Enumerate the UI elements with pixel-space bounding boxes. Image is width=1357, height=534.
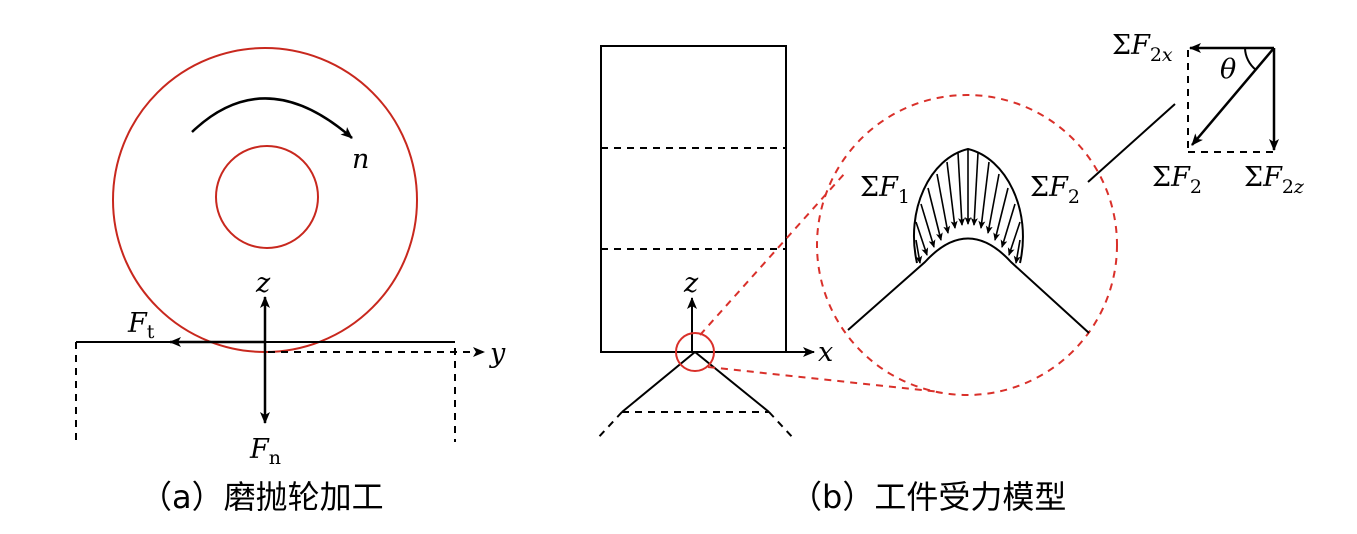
theta-arc (1244, 47, 1257, 71)
rotation-speed-label: n (352, 144, 369, 175)
pressure-arrows (915, 149, 1021, 264)
rotation-arrow (191, 97, 353, 139)
z-axis-b-label: z (683, 268, 699, 299)
sigma-f1-label: ΣF1 (860, 172, 910, 208)
tangential-force-label: Ft (127, 308, 155, 343)
sigma-f2-arrow (1191, 47, 1275, 146)
panel-b: x z (595, 30, 1305, 516)
normal-force-label: Fn (249, 434, 281, 469)
x-axis-label: x (818, 337, 833, 368)
y-axis-label: y (489, 338, 506, 369)
sigma-f2-label: ΣF2 (1030, 172, 1080, 208)
tool-left-dashed (595, 411, 623, 441)
leader-line (1087, 103, 1176, 183)
sigma-f2x-label: ΣF2x (1112, 30, 1173, 66)
zoom-source-circle (675, 332, 715, 372)
tool-right-dashed (768, 411, 796, 441)
sigma-f2-decomp-label: ΣF2 (1152, 162, 1202, 198)
sigma-f2z-label: ΣF2z (1244, 162, 1305, 198)
detail-tool-tip (847, 237, 1090, 334)
zoom-connector-top (699, 172, 846, 336)
panel-b-caption: （b）工件受力模型 (790, 478, 1066, 516)
panel-a-caption: （a）磨抛轮加工 (140, 478, 384, 516)
zoom-connector-bottom (707, 366, 941, 393)
tool-left-edge (621, 351, 696, 413)
panel-a: n y z Fn Ft （a）磨抛轮加工 (75, 47, 506, 516)
wheel-inner-circle (215, 145, 319, 249)
tool-right-edge (694, 351, 770, 413)
z-axis-label: z (255, 268, 271, 299)
workpiece-block (600, 45, 787, 353)
zoom-detail-circle (816, 94, 1118, 396)
theta-label: θ (1220, 54, 1236, 85)
